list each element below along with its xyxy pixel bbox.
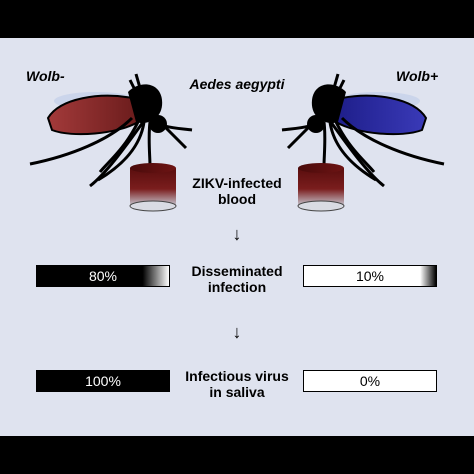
disseminated-label-line1: Disseminated [191,263,283,279]
saliva-bar-wolb-minus: 100% [36,370,170,392]
blood-label-line2: blood [217,191,257,207]
disseminated-label-line2: infection [207,279,267,295]
mosquito-wolb-plus-icon [281,73,445,188]
saliva-label-line2: in saliva [209,384,265,400]
saliva-bar-wolb-minus-label: 100% [85,373,121,389]
saliva-bar-wolb-plus-label: 0% [359,373,381,389]
blood-label: ZIKV-infected blood [170,175,304,207]
disseminated-bar-wolb-minus-label: 80% [88,268,118,284]
thorax [311,84,346,124]
disseminated-bar-wolb-plus: 10% [303,265,437,287]
disseminated-bar-wolb-plus-label: 10% [355,268,385,284]
proboscis [162,124,188,150]
disseminated-label: Disseminated infection [170,263,304,295]
disseminated-bar-wolb-minus: 80% [36,265,170,287]
saliva-label-line1: Infectious virus [185,368,289,384]
blood-cup-right-icon [297,163,345,212]
top-black-band [0,0,474,38]
down-arrow-icon: ↓ [232,224,242,244]
down-arrow-icon: ↓ [232,322,242,342]
thorax [128,84,163,124]
wolb-minus-label: Wolb- [26,68,65,84]
saliva-bar-wolb-plus: 0% [303,370,437,392]
blood-cup-left-icon [129,163,177,212]
wolb-plus-label: Wolb+ [396,68,439,84]
species-label: Aedes aegypti [189,76,285,92]
bottom-black-band [0,436,474,474]
blood-label-line1: ZIKV-infected [192,175,282,191]
saliva-label: Infectious virus in saliva [170,368,304,400]
proboscis [286,124,312,150]
